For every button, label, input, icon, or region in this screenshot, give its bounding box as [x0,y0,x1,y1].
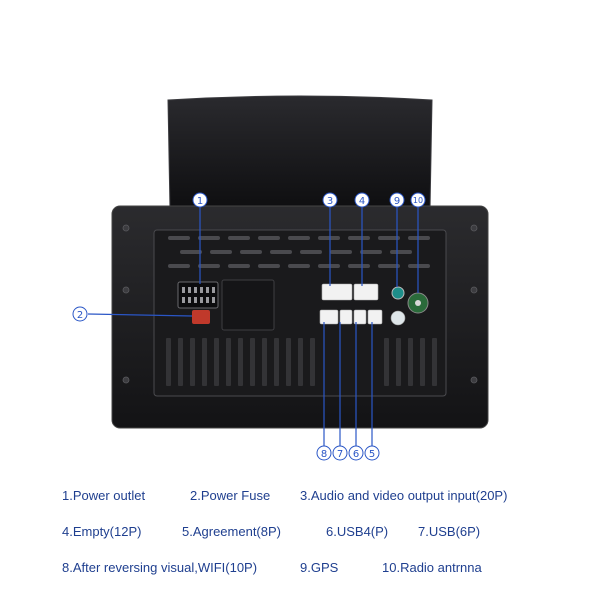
device-back-illustration: 1 2 3 4 9 10 [72,95,489,440]
power-fuse [192,310,210,324]
callout-number-4: 4 [359,196,365,207]
power-outlet-connector [177,281,219,309]
callout-badge-10 [410,192,426,208]
callout-badge-9 [389,192,405,208]
screw-icon [470,376,478,384]
screw-icon [122,286,130,294]
callout-lines [87,207,419,440]
center-block [221,279,275,331]
callout-number-7: 7 [337,449,343,460]
callout-badge-6 [348,445,364,461]
callout-number-6: 6 [353,449,359,460]
callout-badge-2 [72,306,88,322]
callout-number-10: 10 [413,196,423,205]
screw-icons [122,224,478,384]
connector-legend: 1.Power outlet 2.Power Fuse 3.Audio and … [0,480,600,600]
legend-item-9: 9.GPS [300,560,339,575]
legend-item-1: 1.Power outlet [62,488,146,503]
callout-badge-8 [316,445,332,461]
display-screen [167,95,433,211]
legend-item-7: 7.USB(6P) [418,524,481,539]
agreement-connector [367,309,383,325]
screw-icon [122,224,130,232]
callout-number-8: 8 [321,449,327,460]
screw-icon [122,376,130,384]
audio-video-connector [321,283,353,301]
screw-icon [470,286,478,294]
callout-number-1: 1 [197,196,203,207]
usb-6p-connector [339,309,353,325]
callout-badge-7 [332,445,348,461]
callout-number-2: 2 [77,310,83,321]
bottom-callouts: 8 7 6 5 [316,440,380,461]
legend-item-10: 10.Radio antrnna [382,560,482,575]
legend-item-3: 3.Audio and video output input(20P) [300,488,508,503]
callout-number-5: 5 [369,449,375,460]
callout-number-9: 9 [394,196,400,207]
empty-connector [353,283,379,301]
gps-port [391,286,405,300]
top-vent-slots [168,236,430,268]
legend-item-8: 8.After reversing visual,WIFI(10P) [62,560,258,575]
callout-badge-3 [322,192,338,208]
callout-badge-1 [192,192,208,208]
legend-item-6: 6.USB4(P) [326,524,389,539]
legend-item-4: 4.Empty(12P) [62,524,142,539]
reversing-wifi-connector [319,309,339,325]
callout-number-3: 3 [327,196,333,207]
gps-label-sticker [390,310,406,326]
legend-item-2: 2.Power Fuse [190,488,271,503]
bottom-vent-slots [166,338,437,386]
callout-badge-5 [364,445,380,461]
legend-item-5: 5.Agreement(8P) [182,524,281,539]
usb-4p-connector [353,309,367,325]
callout-badge-4 [354,192,370,208]
screw-icon [470,224,478,232]
